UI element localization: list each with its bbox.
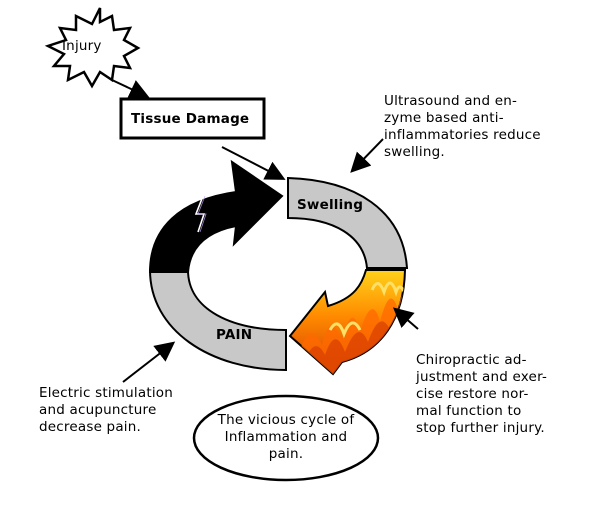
tissue-to-swelling-arrow	[221, 146, 286, 180]
lightning-arrow	[148, 159, 284, 273]
ultrasound-line: Ultrasound and en-	[384, 93, 518, 109]
ultrasound-line: inflammatories reduce	[384, 127, 541, 143]
chiro-line: stop further injury.	[416, 420, 545, 436]
ultrasound-arrow	[350, 138, 384, 173]
tissue-damage-box	[119, 97, 266, 140]
swelling-label: Swelling	[297, 197, 364, 213]
vicious-line: pain.	[268, 446, 304, 462]
vicious-line: Inflammation and	[224, 429, 348, 445]
vicious-cycle-text: The vicious cycle of Inflammation and pa…	[206, 412, 366, 463]
electric-arrow	[122, 341, 176, 383]
chiro-line: Chiropractic ad-	[416, 352, 527, 368]
tissue-damage-label: Tissue Damage	[131, 111, 250, 127]
vicious-cycle-ellipse	[192, 394, 380, 482]
injury-starburst	[44, 7, 141, 89]
ultrasound-line: zyme based anti-	[384, 110, 504, 126]
electric-line: and acupuncture	[39, 402, 157, 418]
chiropractic-text: Chiropractic ad- justment and exer- cise…	[416, 352, 547, 437]
pain-label: PAIN	[216, 327, 253, 343]
chiro-line: cise restore nor-	[416, 386, 529, 402]
electric-line: Electric stimulation	[39, 385, 173, 401]
electric-text: Electric stimulation and acupuncture dec…	[39, 385, 173, 436]
ultrasound-text: Ultrasound and en- zyme based anti- infl…	[384, 93, 541, 161]
electric-line: decrease pain.	[39, 419, 141, 435]
swelling-band	[287, 176, 409, 269]
injury-label: Injury	[62, 38, 102, 54]
ultrasound-line: swelling.	[384, 144, 445, 160]
chiro-line: mal function to	[416, 403, 522, 419]
injury-to-tissue-arrow	[111, 79, 150, 99]
pain-band	[148, 269, 287, 372]
vicious-line: The vicious cycle of	[217, 412, 355, 428]
chiro-arrow	[392, 307, 419, 330]
chiro-line: justment and exer-	[416, 369, 548, 385]
